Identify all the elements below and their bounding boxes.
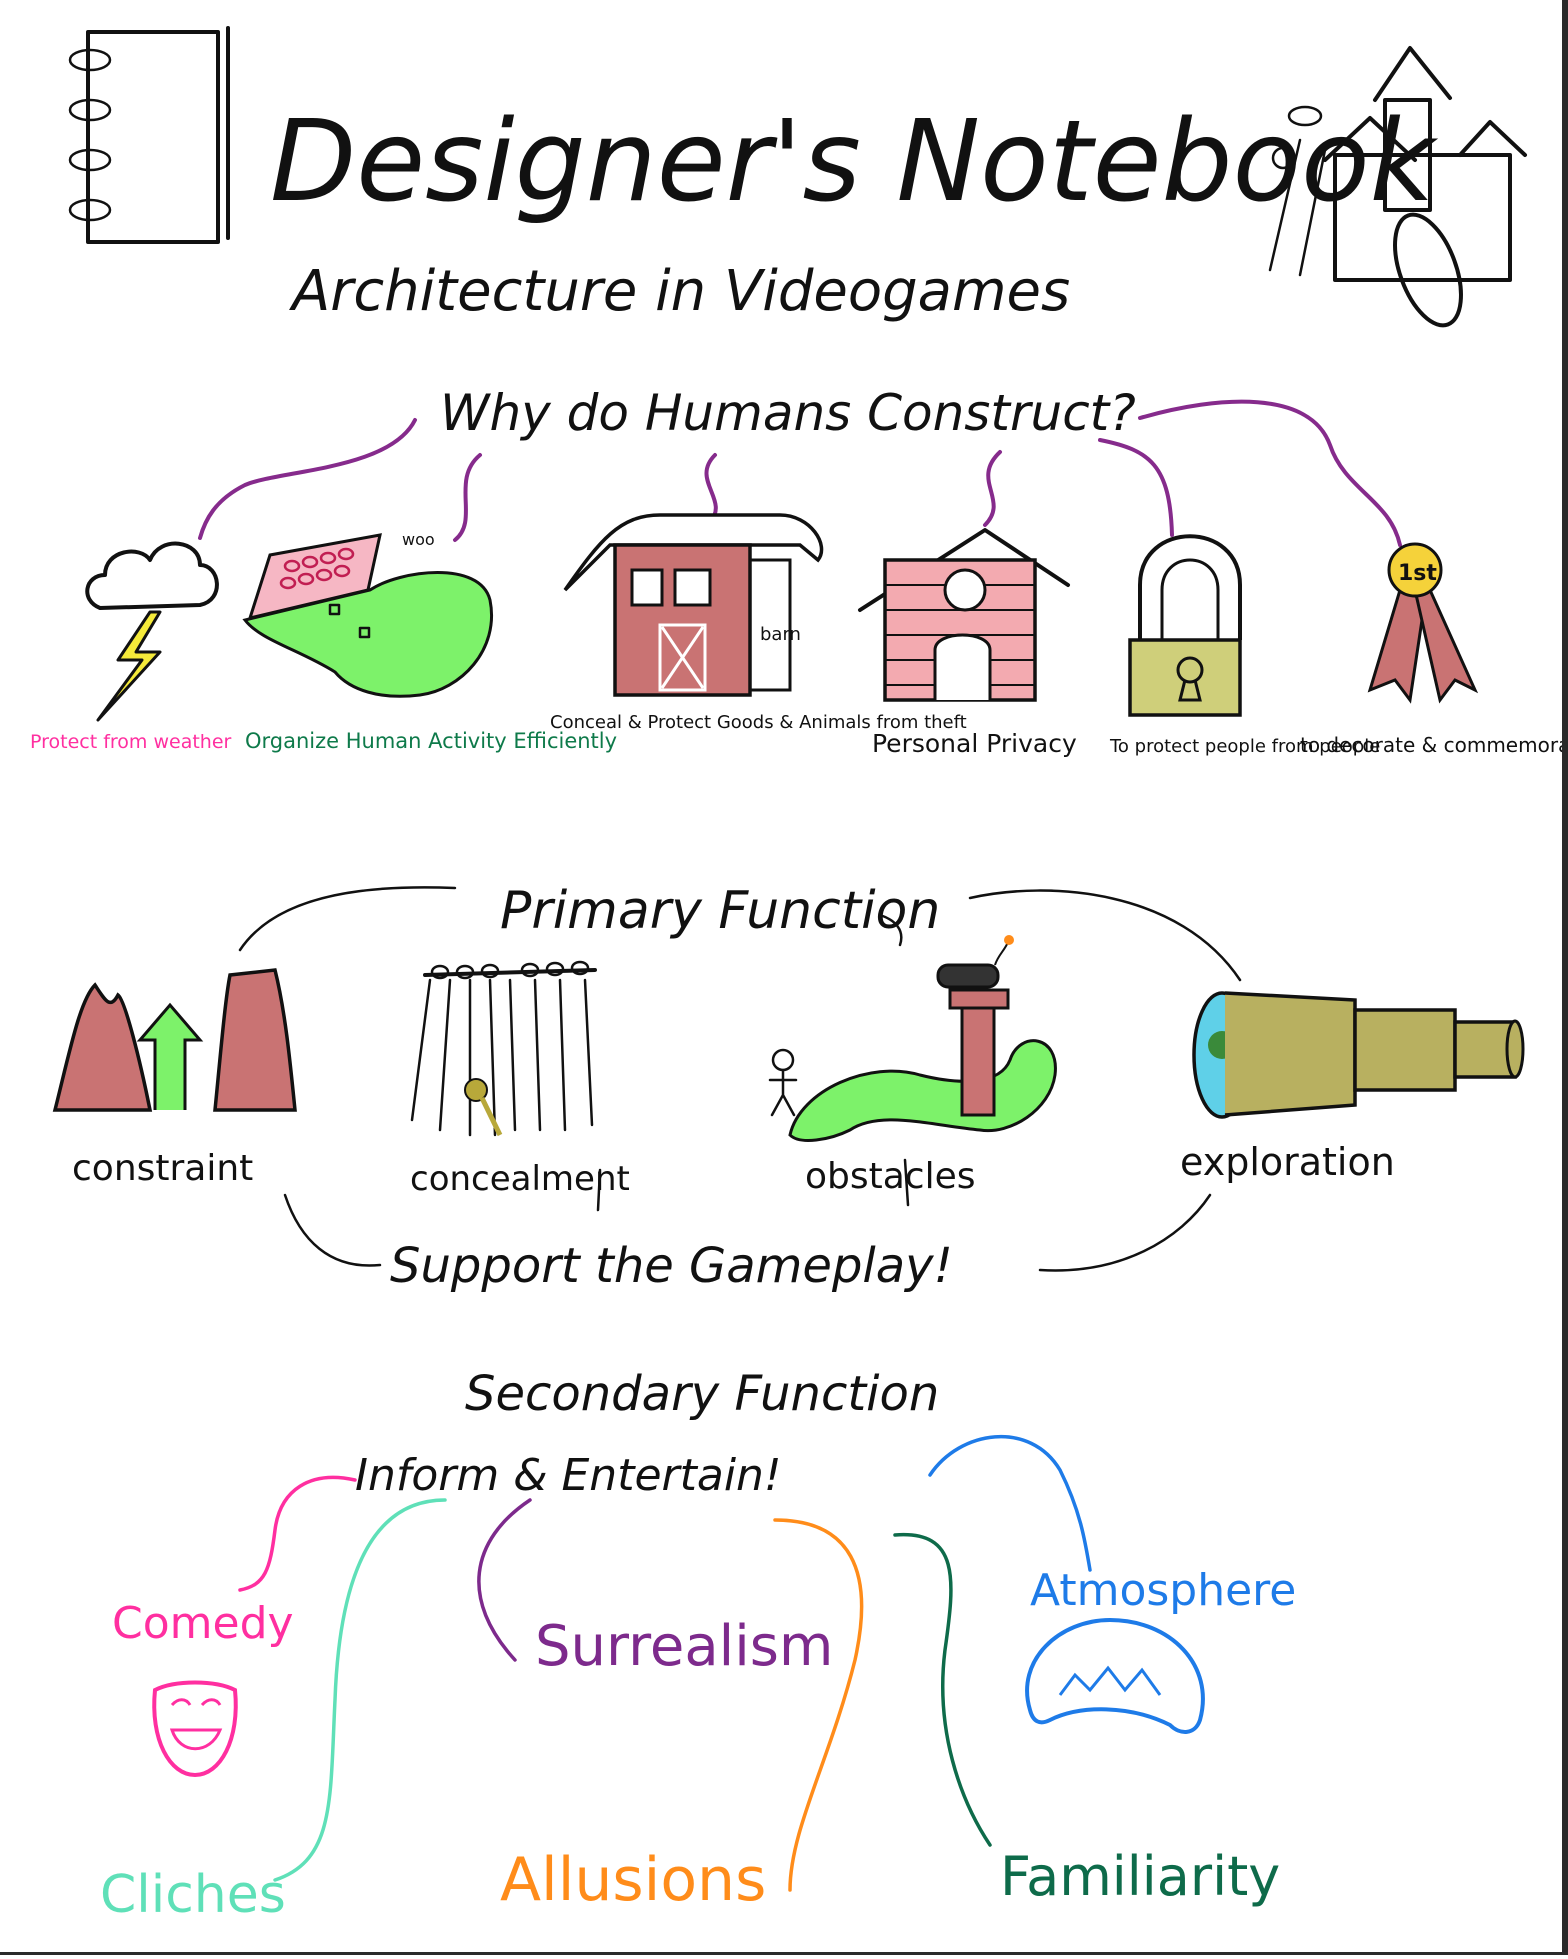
secondary-items: Comedy Surrealism Atmosphere Cliches All… xyxy=(100,1565,1296,1925)
secondary-item-atmosphere: Atmosphere xyxy=(1030,1565,1296,1616)
comedy-mask-icon xyxy=(152,1680,238,1778)
curtain-key-icon xyxy=(410,960,597,1137)
primary-item-concealment: concealment xyxy=(410,1159,630,1199)
brick-house-icon xyxy=(858,528,1070,702)
primary-connectors xyxy=(238,886,1242,1272)
primary-item-constraint: constraint xyxy=(72,1148,253,1189)
mountain-pass-icon xyxy=(52,968,297,1112)
notebook-icon xyxy=(68,26,230,244)
reason-label: Protect from weather xyxy=(30,731,232,753)
medal-icon: 1st xyxy=(1367,542,1479,704)
city-map-icon: woo xyxy=(242,530,493,698)
reason-label: Personal Privacy xyxy=(872,729,1077,758)
castle-icon xyxy=(1268,46,1527,328)
page-subtitle: Architecture in Videogames xyxy=(289,259,1070,324)
question-connectors xyxy=(198,399,1402,547)
telescope-icon xyxy=(1192,991,1525,1119)
secondary-item-allusions: Allusions xyxy=(500,1845,766,1915)
storm-cloud-icon xyxy=(85,541,219,722)
page-title: Designer's Notebook xyxy=(270,97,1439,227)
secondary-item-surrealism: Surrealism xyxy=(535,1614,833,1679)
reason-label: to decorate & commemorate xyxy=(1300,733,1568,757)
secondary-item-cliches: Cliches xyxy=(100,1865,286,1925)
primary-items: constraint concealment obstacles explora… xyxy=(72,1140,1395,1199)
barn-label: barn xyxy=(760,624,801,645)
secondary-heading: Secondary Function xyxy=(465,1366,939,1422)
primary-heading: Primary Function xyxy=(500,881,940,941)
atmosphere-dome-icon xyxy=(1025,1617,1205,1734)
frame-base xyxy=(0,1952,1568,1955)
obstacle-course-icon xyxy=(768,935,1057,1142)
secondary-item-familiarity: Familiarity xyxy=(1000,1845,1280,1908)
question-heading: Why do Humans Construct? xyxy=(440,384,1136,442)
reason-label: Organize Human Activity Efficiently xyxy=(245,729,617,753)
woo-label: woo xyxy=(402,530,435,549)
reason-labels: Protect from weather Organize Human Acti… xyxy=(30,712,1568,758)
reason-label: Conceal & Protect Goods & Animals from t… xyxy=(550,712,967,733)
primary-tagline: Support the Gameplay! xyxy=(390,1238,953,1294)
secondary-item-comedy: Comedy xyxy=(112,1598,294,1649)
medal-label: 1st xyxy=(1398,561,1437,586)
frame-edge xyxy=(1562,0,1568,1955)
barn-icon: barn xyxy=(563,513,824,697)
reason-label: To protect people from people xyxy=(1109,736,1380,757)
padlock-icon xyxy=(1128,534,1242,717)
primary-item-exploration: exploration xyxy=(1180,1140,1395,1184)
secondary-tagline: Inform & Entertain! xyxy=(355,1450,782,1501)
primary-item-obstacles: obstacles xyxy=(805,1156,976,1197)
secondary-connectors xyxy=(238,1435,1092,1892)
